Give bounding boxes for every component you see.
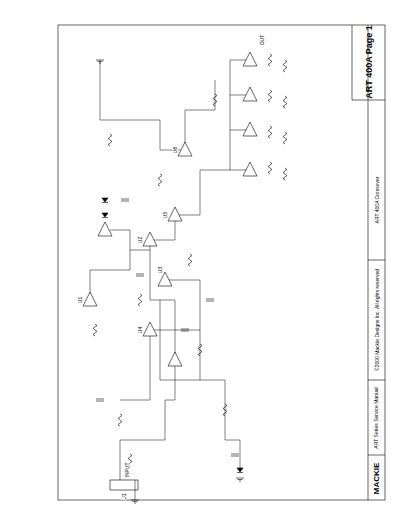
capacitor-symbol xyxy=(206,299,214,301)
opamp-symbol xyxy=(98,222,112,236)
resistor-symbol xyxy=(268,90,272,102)
title-block-cell: MACKIE xyxy=(372,460,383,496)
title-strip-line xyxy=(368,380,385,381)
resistor-symbol xyxy=(268,54,272,66)
wires xyxy=(90,60,250,500)
part-label: U2 xyxy=(137,236,143,244)
ground-symbol xyxy=(236,478,244,481)
diode-symbol xyxy=(102,198,108,203)
title-block-cell: ART 400A Crossover xyxy=(373,175,381,226)
title-text: ART Series Service Manual xyxy=(373,385,379,451)
resistor-symbol xyxy=(198,344,202,356)
diode-symbol xyxy=(102,213,108,218)
title-block-cell: ART Series Service Manual xyxy=(373,385,381,451)
part-label: U6 xyxy=(172,146,178,154)
opamp-symbol xyxy=(143,322,157,336)
resistor-symbol xyxy=(268,162,272,174)
capacitor-symbol xyxy=(181,329,189,331)
resistor-symbol xyxy=(158,174,162,186)
opamp-symbol xyxy=(243,87,257,101)
title-strip-line xyxy=(368,260,385,261)
part-label: OUT xyxy=(259,34,265,47)
resistor-symbol xyxy=(223,404,227,416)
resistor-symbol xyxy=(283,132,287,144)
opamp-symbol xyxy=(143,232,157,246)
part-label: J1 xyxy=(121,492,127,499)
capacitor-symbol xyxy=(121,199,129,201)
diode-symbol xyxy=(237,468,243,473)
title-text: ©2000 Mackie Designs Inc. All rights res… xyxy=(373,267,379,374)
title-strip-line xyxy=(352,100,385,101)
opamp-symbol xyxy=(243,162,257,176)
part-label: INPUT xyxy=(123,462,129,479)
connector-symbol xyxy=(110,480,138,490)
capacitor-symbol xyxy=(231,454,239,456)
title-strip-line xyxy=(352,25,353,100)
title-strip-line xyxy=(368,455,385,456)
title-block-cell: ©2000 Mackie Designs Inc. All rights res… xyxy=(373,267,381,374)
opamp-symbol xyxy=(243,52,257,66)
part-label: U5 xyxy=(162,211,168,219)
resistor-symbol xyxy=(118,414,122,426)
ground-symbol xyxy=(131,500,139,503)
sheet-border xyxy=(58,25,385,500)
resistor-symbol xyxy=(268,126,272,138)
resistor-symbol xyxy=(93,324,97,336)
capacitor-symbol xyxy=(96,399,104,401)
resistor-symbol xyxy=(108,134,112,146)
resistor-symbol xyxy=(188,254,192,266)
opamp-symbol xyxy=(168,352,182,366)
opamp-symbol xyxy=(83,292,97,306)
opamp-symbol xyxy=(168,207,182,221)
opamp-symbol xyxy=(243,122,257,136)
resistor-symbol xyxy=(283,168,287,180)
resistor-symbol xyxy=(138,294,142,306)
resistor-symbol xyxy=(283,60,287,72)
title-block-cell: ART 400A Page 1 xyxy=(364,23,376,101)
title-text: ART 400A Crossover xyxy=(373,175,379,226)
ground-symbol xyxy=(96,60,104,63)
title-text: MACKIE xyxy=(372,460,381,496)
title-text: ART 400A Page 1 xyxy=(364,23,374,101)
resistor-symbol xyxy=(213,94,217,106)
resistor-symbol xyxy=(283,96,287,108)
opamp-symbol xyxy=(178,142,192,156)
part-label: U4 xyxy=(137,326,143,334)
capacitor-symbol xyxy=(136,274,144,276)
part-label: U1 xyxy=(77,296,83,304)
part-label: U3 xyxy=(157,266,163,274)
